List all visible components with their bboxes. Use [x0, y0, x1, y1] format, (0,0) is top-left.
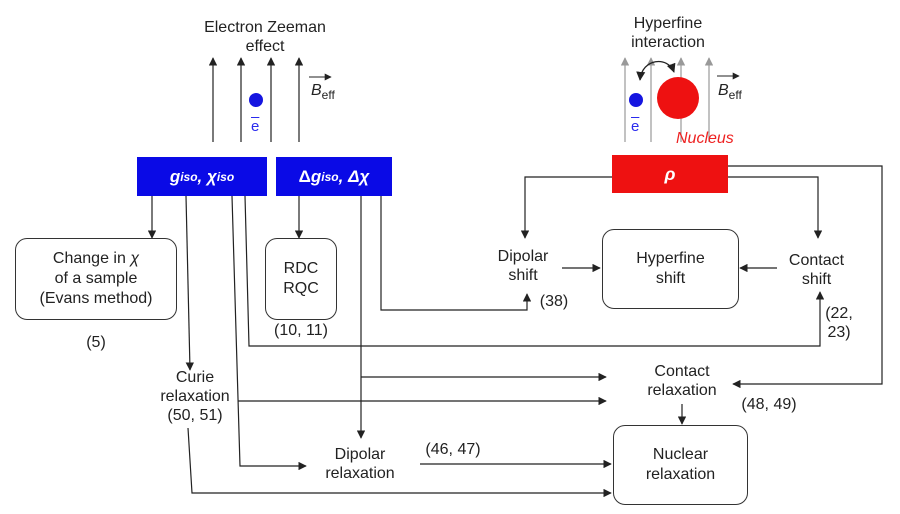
contact-shift: Contact shift	[788, 252, 845, 288]
box-rho: ρ	[612, 155, 728, 193]
electron-right-label: e	[631, 118, 640, 135]
dipolar-relaxation: Dipolar relaxation	[325, 446, 395, 482]
zeeman-title: Electron Zeeman effect	[204, 19, 326, 55]
ref-5: (5)	[86, 334, 106, 351]
nucleus-dot	[657, 77, 699, 119]
box-rdc-rqc: RDC RQC	[265, 238, 337, 320]
ref-48-49: (48, 49)	[741, 396, 797, 413]
dipolar-shift: Dipolar shift	[497, 248, 549, 284]
ref-22-23: (22, 23)	[825, 305, 853, 341]
beff-left-label: Beff	[311, 82, 335, 103]
ref-46-47: (46, 47)	[425, 441, 481, 458]
electron-left-dot	[249, 93, 263, 107]
electron-left-label: e	[251, 118, 260, 135]
box-change-in-chi: Change in χ of a sample (Evans method)	[15, 238, 177, 320]
hyperfine-title: Hyperfine interaction	[631, 15, 705, 51]
contact-relaxation: Contact relaxation	[647, 363, 717, 399]
nucleus-label: Nucleus	[676, 130, 734, 147]
box-hyperfine-shift: Hyperfine shift	[602, 229, 739, 309]
electron-right-dot	[629, 93, 643, 107]
zeeman-field-lines	[208, 57, 304, 142]
box-nuclear-relaxation: Nuclear relaxation	[613, 425, 748, 505]
curie-relaxation: Curie relaxation (50, 51)	[160, 369, 230, 424]
ref-38: (38)	[539, 293, 569, 310]
ref-10-11: (10, 11)	[274, 322, 328, 339]
beff-right-label: Beff	[718, 82, 742, 103]
